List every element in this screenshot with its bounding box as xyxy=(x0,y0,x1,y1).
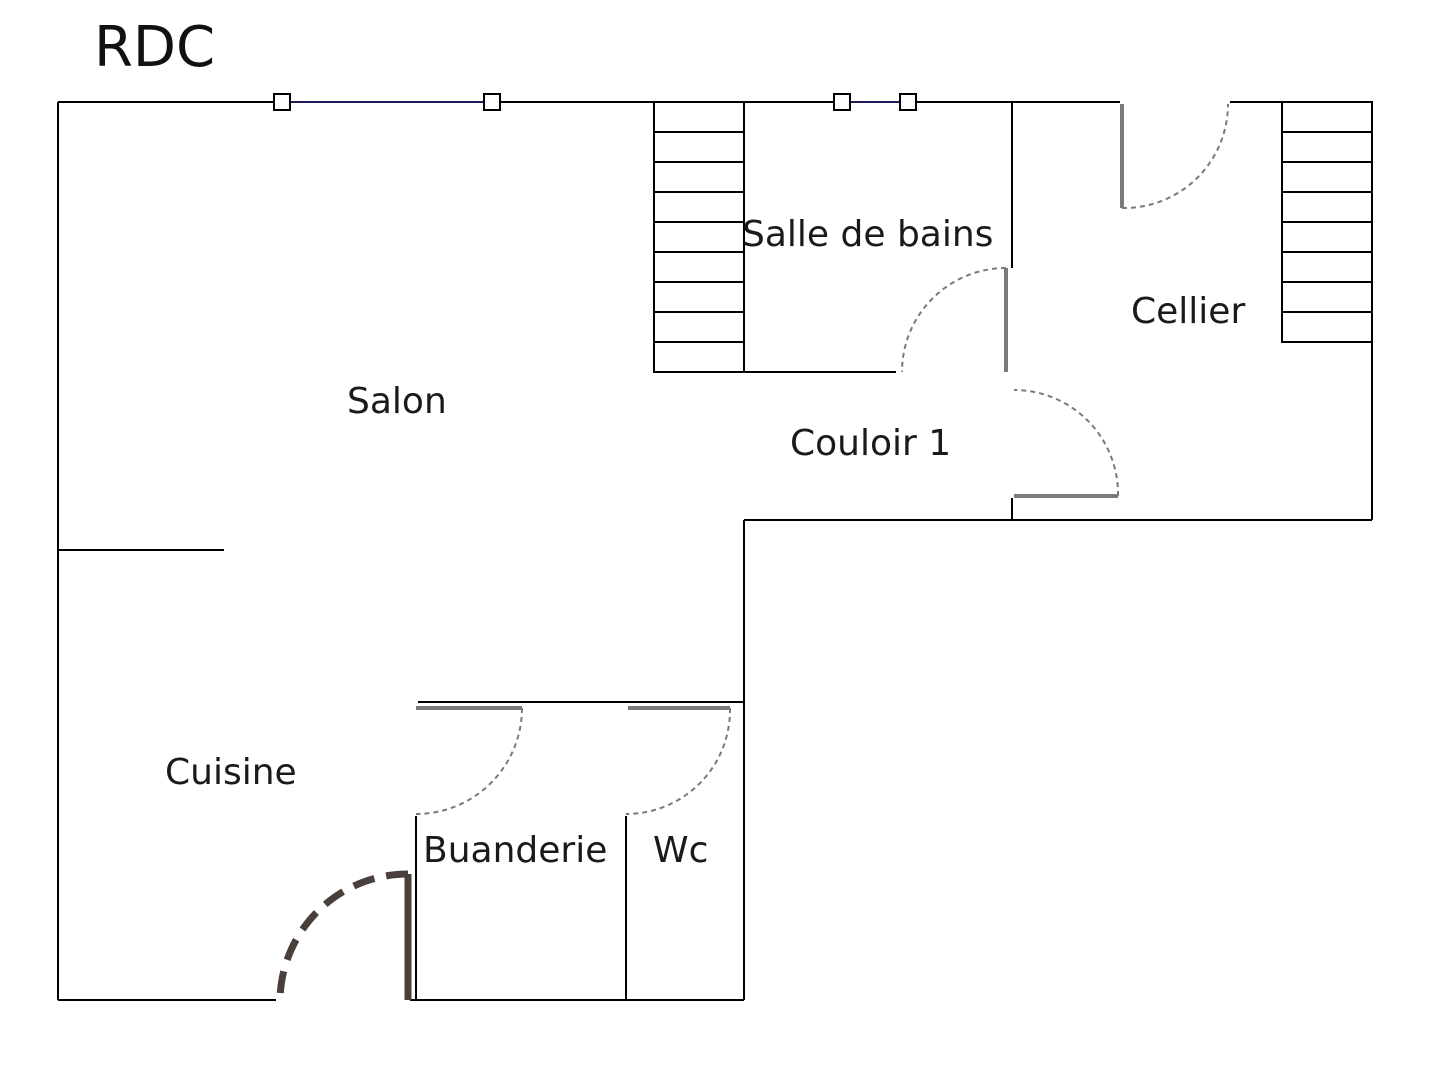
door-buanderie xyxy=(415,706,523,815)
room-label-cuisine: Cuisine xyxy=(165,752,297,793)
room-label-cellier: Cellier xyxy=(1131,291,1246,332)
staircase-right xyxy=(1281,101,1373,343)
room-label-salon: Salon xyxy=(347,381,447,422)
room-label-couloir: Couloir 1 xyxy=(790,423,952,464)
staircase-left xyxy=(653,101,745,373)
door-salle-de-bains xyxy=(901,267,1008,373)
floor-title: RDC xyxy=(94,15,216,80)
door-wc xyxy=(625,706,732,815)
room-label-buanderie: Buanderie xyxy=(423,830,608,871)
window-salle-de-bains xyxy=(833,93,917,111)
door-cellier-couloir xyxy=(1013,389,1120,498)
door-cellier-top xyxy=(1120,103,1229,210)
room-label-wc: Wc xyxy=(653,830,709,871)
room-label-salle-de-bains: Salle de bains xyxy=(742,214,994,255)
door-entrance xyxy=(276,870,412,1001)
window-salon xyxy=(273,93,501,111)
